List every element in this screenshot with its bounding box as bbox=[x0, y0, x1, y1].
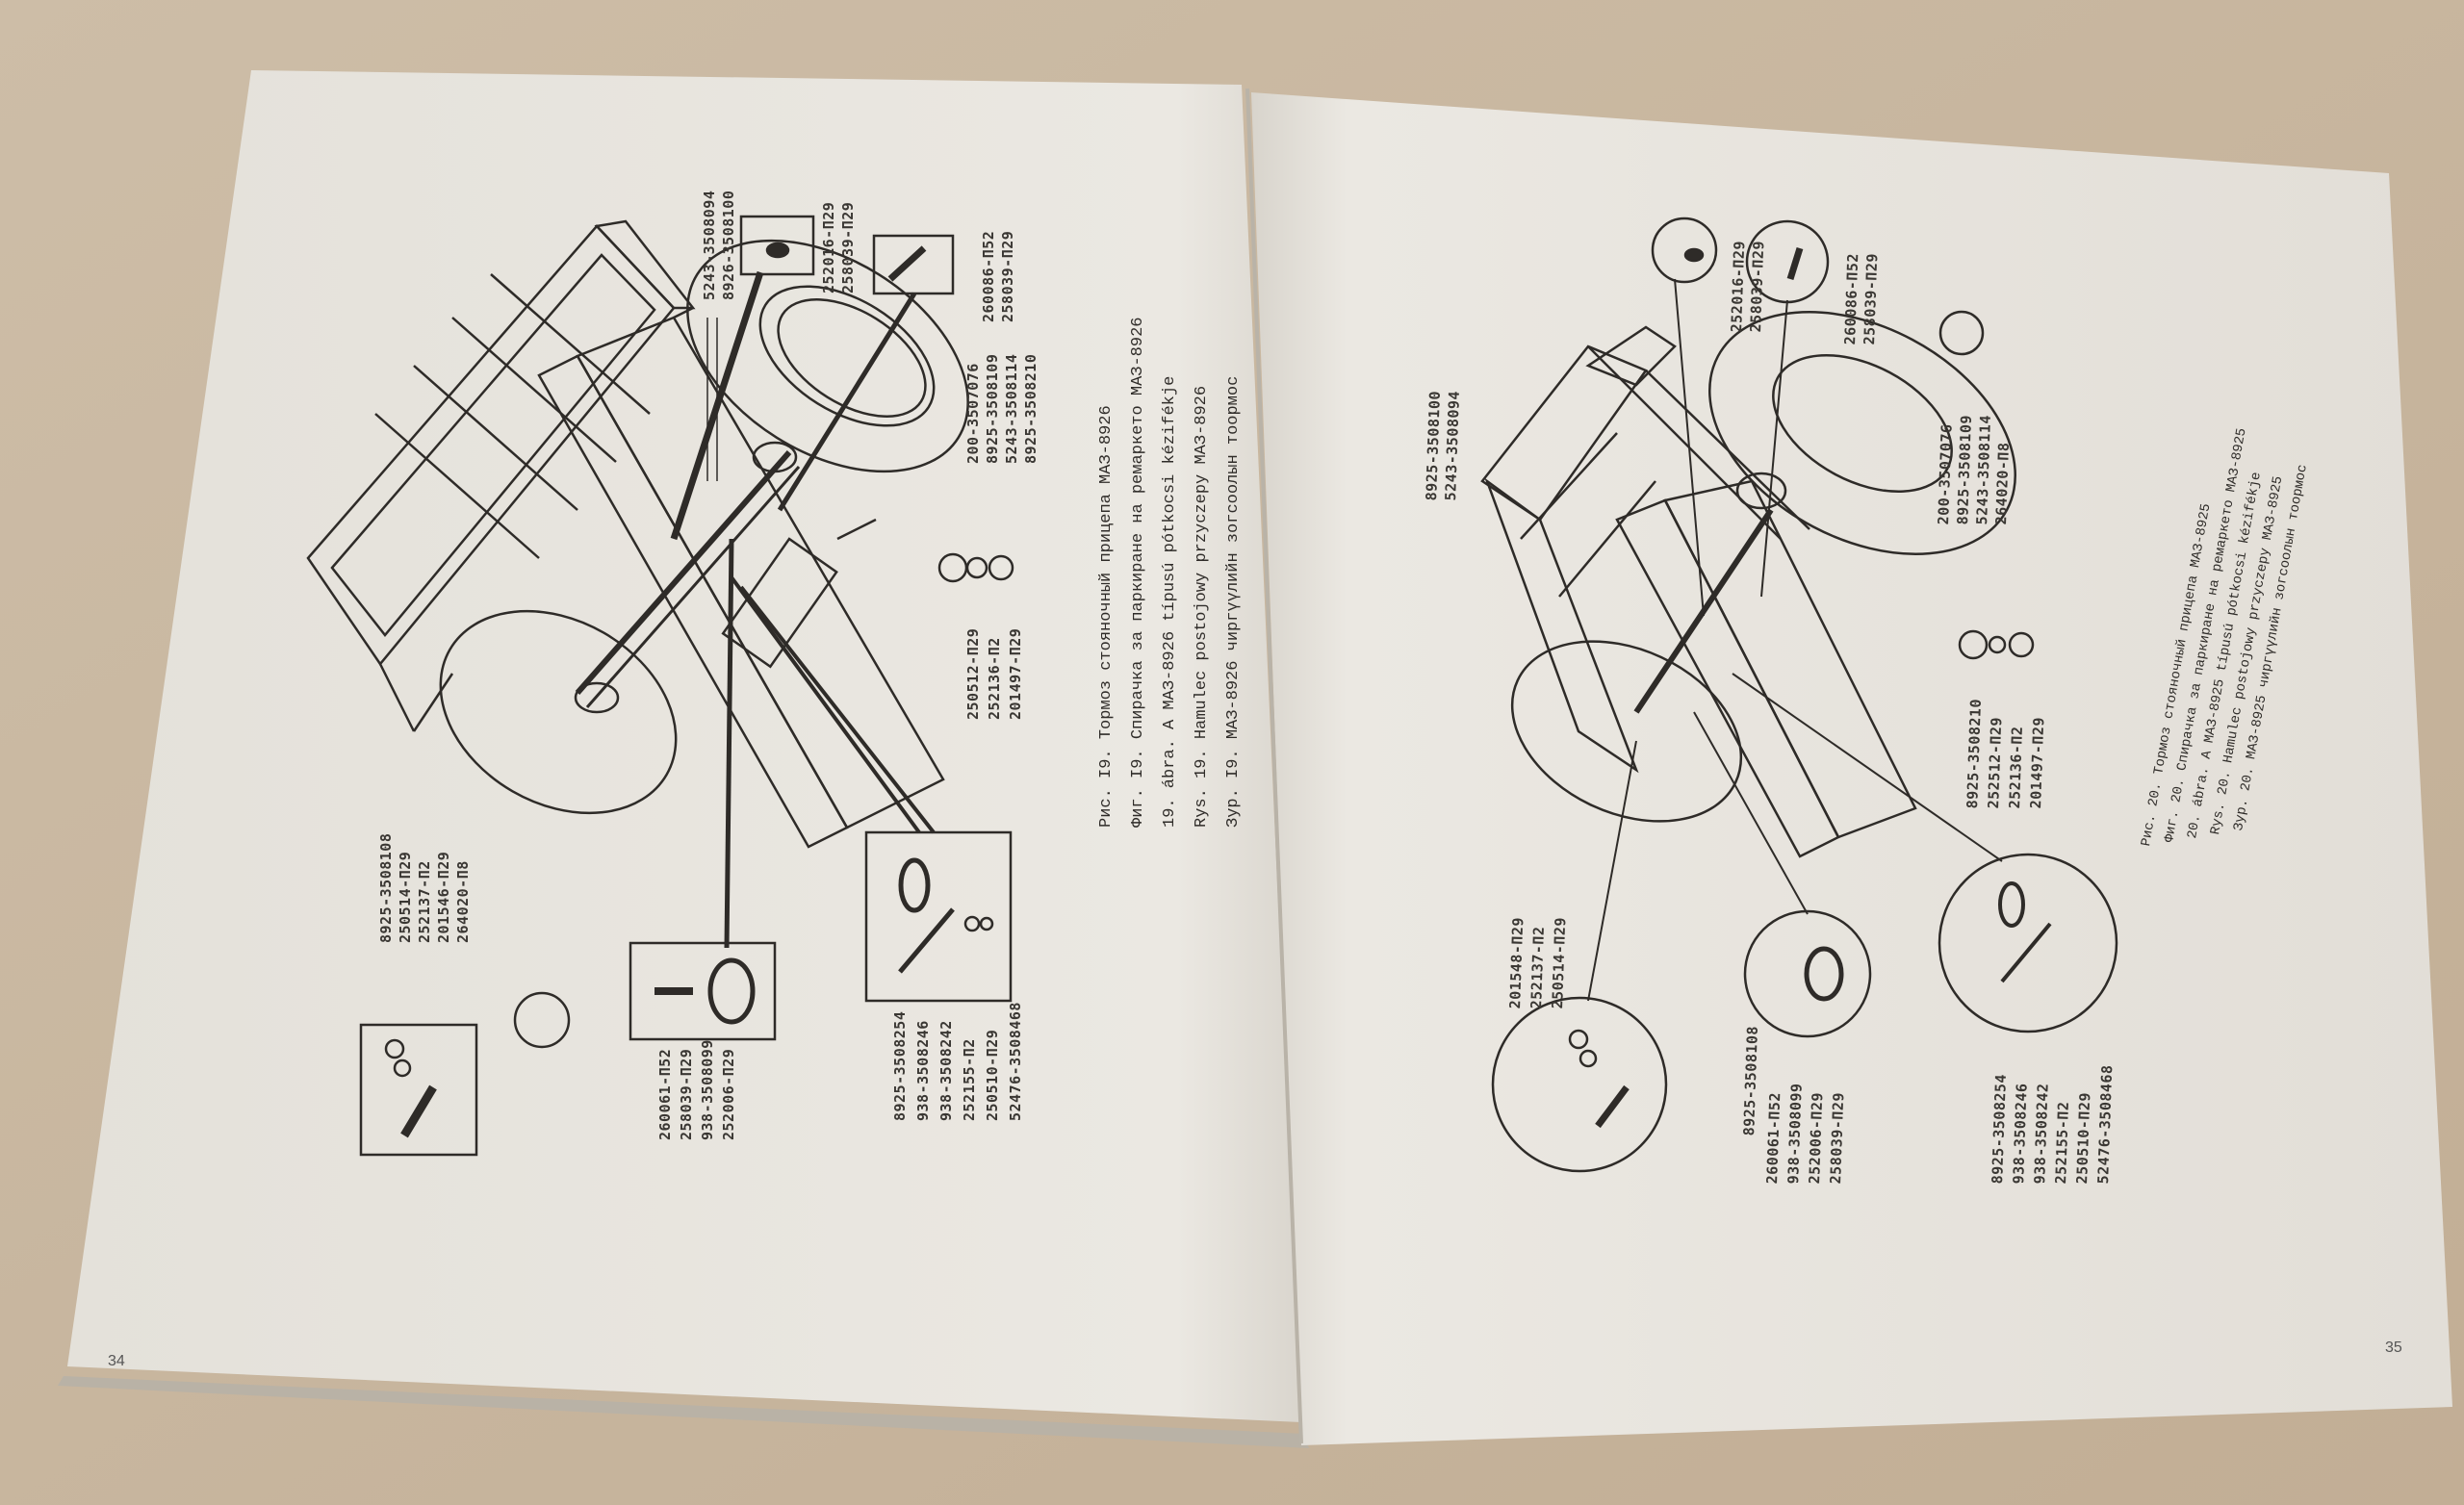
part-number-label: 8925-3508210 bbox=[1022, 353, 1040, 464]
part-number-label: 258039-П29 bbox=[1827, 1091, 1848, 1185]
part-number-label: 938-3508246 bbox=[2010, 1083, 2031, 1185]
part-number-label: 200-3507076 bbox=[964, 363, 982, 464]
spine bbox=[1245, 88, 1303, 1444]
part-number-label: 52476-3508468 bbox=[1007, 1002, 1024, 1121]
part-number-label: 5243-3508094 bbox=[701, 190, 718, 300]
part-number-label: 250514-П29 bbox=[1549, 916, 1570, 1009]
figure-caption-line: Rys. 19. Hamulec postojowy przyczepy МАЗ… bbox=[1193, 385, 1211, 828]
part-number-label: 252016-П29 bbox=[1728, 240, 1749, 333]
part-number-label: 938-3508099 bbox=[699, 1039, 716, 1140]
part-number-label: 252155-П2 bbox=[961, 1038, 978, 1121]
part-number-label: 250514-П29 bbox=[397, 851, 414, 943]
part-number-label: 252136-П2 bbox=[986, 637, 1003, 720]
part-number-label: 260061-П52 bbox=[656, 1048, 674, 1140]
left-page bbox=[67, 70, 1301, 1422]
part-number-label: 200-3507076 bbox=[1935, 423, 1956, 525]
part-number-label: 938-3508242 bbox=[2031, 1083, 2052, 1185]
part-number-label: 938-3508242 bbox=[937, 1020, 955, 1121]
part-number-label: 258039-П29 bbox=[839, 201, 857, 293]
detail-box-bolt bbox=[359, 1023, 478, 1157]
part-number-label: 264020-П8 bbox=[1992, 442, 2013, 525]
detail-box-pin bbox=[872, 234, 955, 295]
part-number-label: 938-3508246 bbox=[914, 1020, 932, 1121]
part-number-label: 250512-П29 bbox=[964, 627, 982, 720]
part-number-label: 252136-П2 bbox=[2006, 726, 2026, 809]
part-number-label: 258039-П29 bbox=[678, 1048, 695, 1140]
part-number-label: 252512-П29 bbox=[1985, 716, 2006, 809]
part-number-label: 250510-П29 bbox=[984, 1029, 1001, 1121]
detail-circle-pulley bbox=[1743, 909, 1872, 1038]
part-number-label: 252137-П2 bbox=[416, 860, 433, 943]
figure-caption-line: 19. ábra. A МАЗ-8926 típusú pótkocsi kéz… bbox=[1161, 375, 1179, 828]
figure-caption-line: Фиг. I9. Спирачка за паркиране на ремарк… bbox=[1129, 317, 1147, 829]
left-page-number: 34 bbox=[108, 1353, 125, 1369]
part-number-label: 8925-3508108 bbox=[377, 832, 395, 943]
part-number-label: 252016-П29 bbox=[820, 201, 837, 293]
part-number-label: 8926-3508100 bbox=[720, 190, 737, 300]
part-number-label: 260061-П52 bbox=[1763, 1091, 1784, 1185]
part-number-label: 260086-П52 bbox=[980, 230, 997, 322]
part-number-label: 8925-3508109 bbox=[984, 353, 1001, 464]
figure-caption-line: Рис. I9. Тормоз стояночный прицепа МАЗ-8… bbox=[1097, 405, 1116, 828]
detail-box-pulley bbox=[629, 941, 777, 1041]
detail-box-hook bbox=[864, 830, 1013, 1003]
detail-circle-hook bbox=[1938, 853, 2118, 1033]
part-number-label: 264020-П8 bbox=[454, 860, 472, 943]
detail-box-washer bbox=[739, 215, 815, 276]
detail-circle-washer bbox=[1651, 217, 1718, 284]
part-number-label: 258039-П29 bbox=[1747, 240, 1768, 333]
page-stack-edge bbox=[58, 1376, 1309, 1448]
part-number-label: 938-3508099 bbox=[1784, 1083, 1806, 1185]
part-number-label: 252006-П29 bbox=[1806, 1091, 1827, 1185]
figure-caption-line: Зур. I9. МАЗ-8926 чиргүүлийн зогсоолын т… bbox=[1224, 375, 1243, 828]
part-number-label: 258039-П29 bbox=[1861, 252, 1882, 345]
left-trailer-diagram bbox=[306, 215, 1014, 1157]
part-number-label: 5243-3508114 bbox=[1003, 353, 1020, 464]
part-number-label: 201497-П29 bbox=[2027, 716, 2048, 809]
part-number-label: 258039-П29 bbox=[999, 230, 1016, 322]
detail-circle-bolt bbox=[1491, 996, 1668, 1173]
part-number-label: 201548-П29 bbox=[1506, 916, 1527, 1009]
right-page-number: 35 bbox=[2385, 1339, 2402, 1356]
part-number-label: 252155-П2 bbox=[2052, 1101, 2072, 1185]
part-number-label: 252006-П29 bbox=[720, 1048, 737, 1140]
right-trailer-diagram bbox=[1480, 217, 2118, 1173]
part-number-label: 250510-П29 bbox=[2073, 1091, 2094, 1185]
right-page bbox=[1251, 92, 2452, 1445]
part-number-label: 201497-П29 bbox=[1007, 627, 1024, 720]
part-number-label: 252137-П2 bbox=[1527, 926, 1548, 1009]
part-number-label: 8925-3508254 bbox=[891, 1010, 909, 1121]
part-number-label: 260086-П52 bbox=[1841, 252, 1862, 345]
part-number-label: 201546-П29 bbox=[435, 851, 452, 943]
